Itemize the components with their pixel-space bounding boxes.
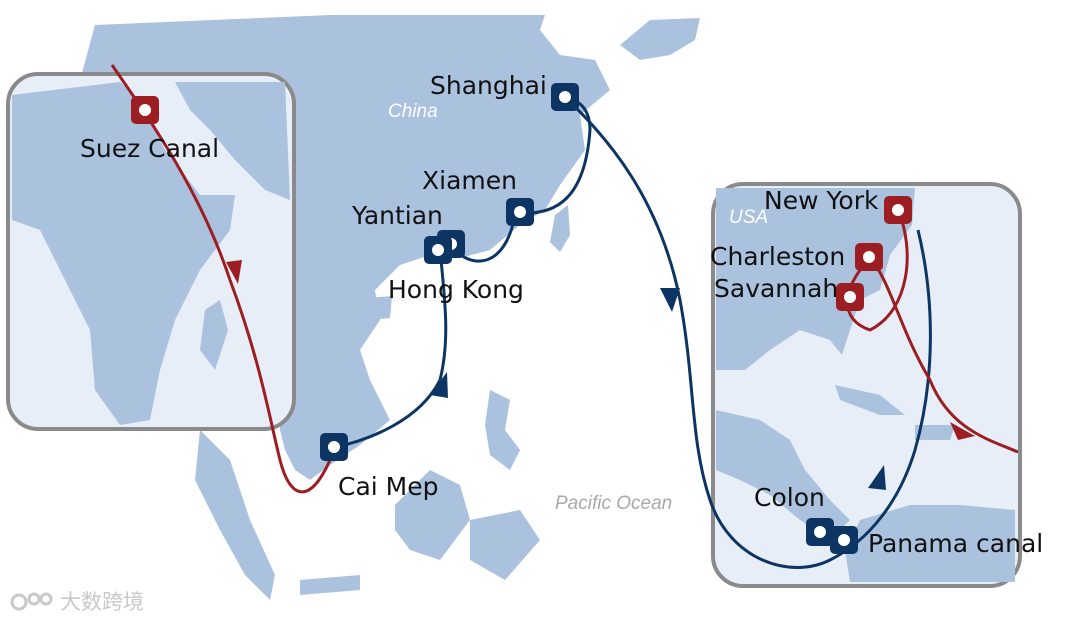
port-label-yantian: Yantian — [352, 201, 443, 230]
java-island — [300, 575, 360, 595]
route-arrow-blue-2 — [660, 288, 680, 312]
region-label-usa: USA — [729, 207, 769, 228]
port-label-panama-canal: Panama canal — [868, 529, 1044, 558]
port-label-suez-canal: Suez Canal — [80, 134, 220, 163]
route-arrow-blue-1 — [430, 372, 448, 398]
arabia-landmass — [175, 82, 290, 200]
watermark: 大数跨境 — [10, 586, 144, 616]
africa-landmass — [12, 82, 235, 425]
taiwan-island — [550, 205, 570, 252]
route-arrow-red-1 — [226, 260, 242, 284]
port-label-hong-kong: Hong Kong — [388, 275, 524, 304]
port-label-savannah: Savannah — [714, 274, 839, 303]
port-label-colon: Colon — [754, 483, 825, 512]
port-label-shanghai: Shanghai — [430, 71, 547, 100]
port-markers — [131, 83, 912, 554]
watermark-logo-icon — [10, 592, 53, 611]
cuba-island — [835, 385, 905, 415]
route-arrow-blue-3 — [868, 465, 886, 490]
malay-peninsula — [195, 430, 275, 600]
borneo-island — [395, 470, 470, 560]
ocean-label-pacific: Pacific Ocean — [555, 493, 673, 514]
hispaniola-island — [915, 425, 955, 440]
port-label-charleston: Charleston — [710, 242, 846, 271]
port-label-new-york: New York — [764, 186, 879, 215]
watermark-text: 大数跨境 — [60, 590, 144, 614]
japan-landmass — [620, 18, 700, 60]
sulawesi-island — [470, 510, 540, 580]
madagascar-island — [200, 300, 228, 370]
south-america-landmass — [845, 505, 1015, 582]
region-label-china: China — [388, 101, 438, 122]
hainan-island — [365, 296, 392, 320]
philippines-islands — [485, 390, 520, 470]
port-label-cai-mep: Cai Mep — [338, 472, 439, 501]
port-label-xiamen: Xiamen — [422, 166, 517, 195]
central-america-landmass — [716, 410, 850, 540]
north-america-landmass — [716, 188, 915, 370]
route-arrow-red-2 — [950, 422, 975, 440]
